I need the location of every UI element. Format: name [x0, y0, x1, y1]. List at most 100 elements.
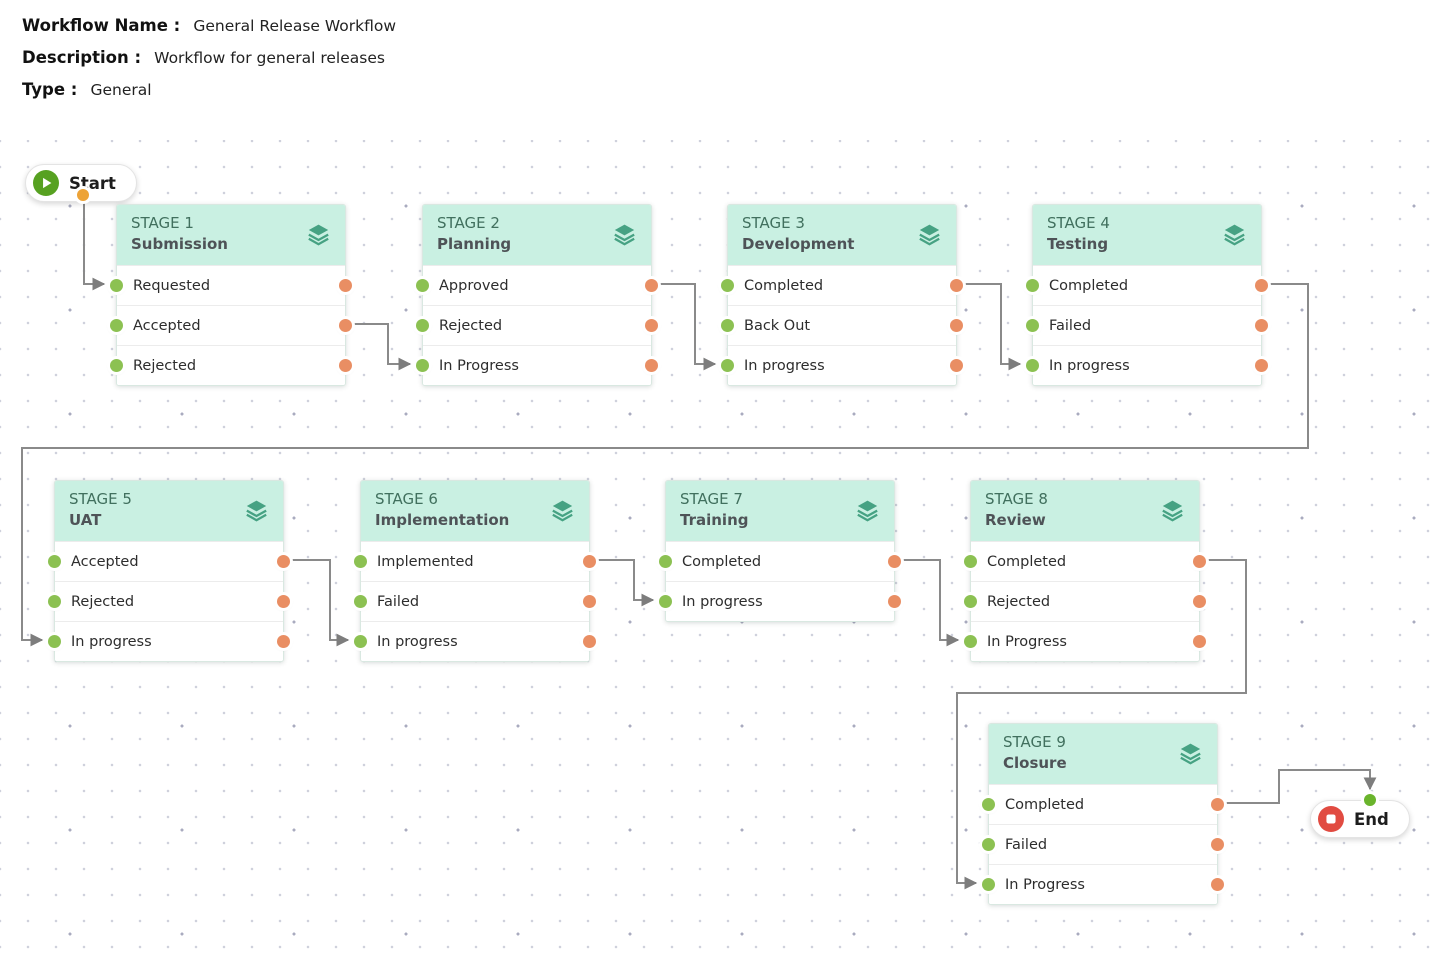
stage-header: STAGE 6 Implementation [361, 481, 589, 541]
stage-number-label: STAGE 3 [742, 214, 805, 232]
output-port[interactable] [1255, 279, 1268, 292]
status-label: Rejected [439, 317, 503, 334]
input-port[interactable] [982, 838, 995, 851]
status-row: Back Out [721, 305, 963, 345]
stage-number-label: STAGE 8 [985, 490, 1048, 508]
connector-start-to-stage1-requested [83, 200, 106, 291]
connector-stage7-completed-to-stage8 [896, 559, 960, 647]
status-label: Accepted [71, 553, 139, 570]
input-port[interactable] [354, 635, 367, 648]
output-port[interactable] [950, 319, 963, 332]
end-label: End [1354, 809, 1389, 829]
stage-header: STAGE 9 Closure [989, 724, 1217, 784]
output-port[interactable] [339, 359, 352, 372]
output-port[interactable] [1193, 555, 1206, 568]
output-port[interactable] [1193, 595, 1206, 608]
output-port[interactable] [583, 555, 596, 568]
input-port[interactable] [48, 595, 61, 608]
stage-header: STAGE 7 Training [666, 481, 894, 541]
stage-number-label: STAGE 5 [69, 490, 132, 508]
output-port[interactable] [888, 555, 901, 568]
input-port[interactable] [721, 359, 734, 372]
input-port[interactable] [1026, 279, 1039, 292]
output-port[interactable] [645, 319, 658, 332]
status-row: Completed [721, 265, 963, 305]
output-port[interactable] [339, 319, 352, 332]
output-port[interactable] [277, 595, 290, 608]
input-port[interactable] [982, 798, 995, 811]
input-port[interactable] [964, 555, 977, 568]
input-port[interactable] [1026, 359, 1039, 372]
start-output-port[interactable] [77, 189, 89, 201]
output-port[interactable] [1193, 635, 1206, 648]
connector-stage9-completed-to-end [1219, 769, 1377, 804]
output-port[interactable] [645, 279, 658, 292]
input-port[interactable] [964, 635, 977, 648]
status-row: Rejected [110, 345, 352, 385]
output-port[interactable] [888, 595, 901, 608]
input-port[interactable] [964, 595, 977, 608]
input-port[interactable] [659, 595, 672, 608]
status-label: In progress [377, 633, 458, 650]
workflow-name-line: Workflow Name : General Release Workflow [22, 16, 1448, 35]
input-port[interactable] [110, 359, 123, 372]
status-label: Failed [1005, 836, 1048, 853]
stage-name-label: Closure [1003, 754, 1067, 772]
input-port[interactable] [354, 595, 367, 608]
input-port[interactable] [659, 555, 672, 568]
output-port[interactable] [1211, 838, 1224, 851]
start-label: Start [69, 173, 116, 193]
output-port[interactable] [1255, 319, 1268, 332]
layers-icon [1180, 743, 1201, 765]
layers-icon [857, 500, 878, 522]
stage-number-label: STAGE 6 [375, 490, 438, 508]
stage-name-label: UAT [69, 511, 102, 529]
input-port[interactable] [48, 635, 61, 648]
stage-header: STAGE 1 Submission [117, 205, 345, 265]
status-row: Rejected [964, 581, 1206, 621]
output-port[interactable] [1211, 878, 1224, 891]
output-port[interactable] [1255, 359, 1268, 372]
end-input-port[interactable] [1364, 794, 1376, 806]
end-node[interactable]: End [1310, 800, 1410, 838]
input-port[interactable] [48, 555, 61, 568]
output-port[interactable] [277, 635, 290, 648]
status-row: Completed [964, 541, 1206, 581]
connector-stage5-accepted-to-stage6 [285, 559, 350, 647]
output-port[interactable] [277, 555, 290, 568]
status-row: Failed [982, 824, 1224, 864]
input-port[interactable] [416, 279, 429, 292]
input-port[interactable] [110, 279, 123, 292]
play-icon [33, 170, 59, 196]
input-port[interactable] [416, 359, 429, 372]
layers-icon [1224, 224, 1245, 246]
input-port[interactable] [982, 878, 995, 891]
output-port[interactable] [1211, 798, 1224, 811]
input-port[interactable] [110, 319, 123, 332]
output-port[interactable] [645, 359, 658, 372]
output-port[interactable] [950, 279, 963, 292]
input-port[interactable] [354, 555, 367, 568]
input-port[interactable] [416, 319, 429, 332]
output-port[interactable] [339, 279, 352, 292]
stage-name-label: Training [680, 511, 749, 529]
output-port[interactable] [950, 359, 963, 372]
stage-header: STAGE 3 Development [728, 205, 956, 265]
input-port[interactable] [721, 319, 734, 332]
input-port[interactable] [1026, 319, 1039, 332]
input-port[interactable] [721, 279, 734, 292]
output-port[interactable] [583, 595, 596, 608]
layers-icon [1162, 500, 1183, 522]
output-port[interactable] [583, 635, 596, 648]
